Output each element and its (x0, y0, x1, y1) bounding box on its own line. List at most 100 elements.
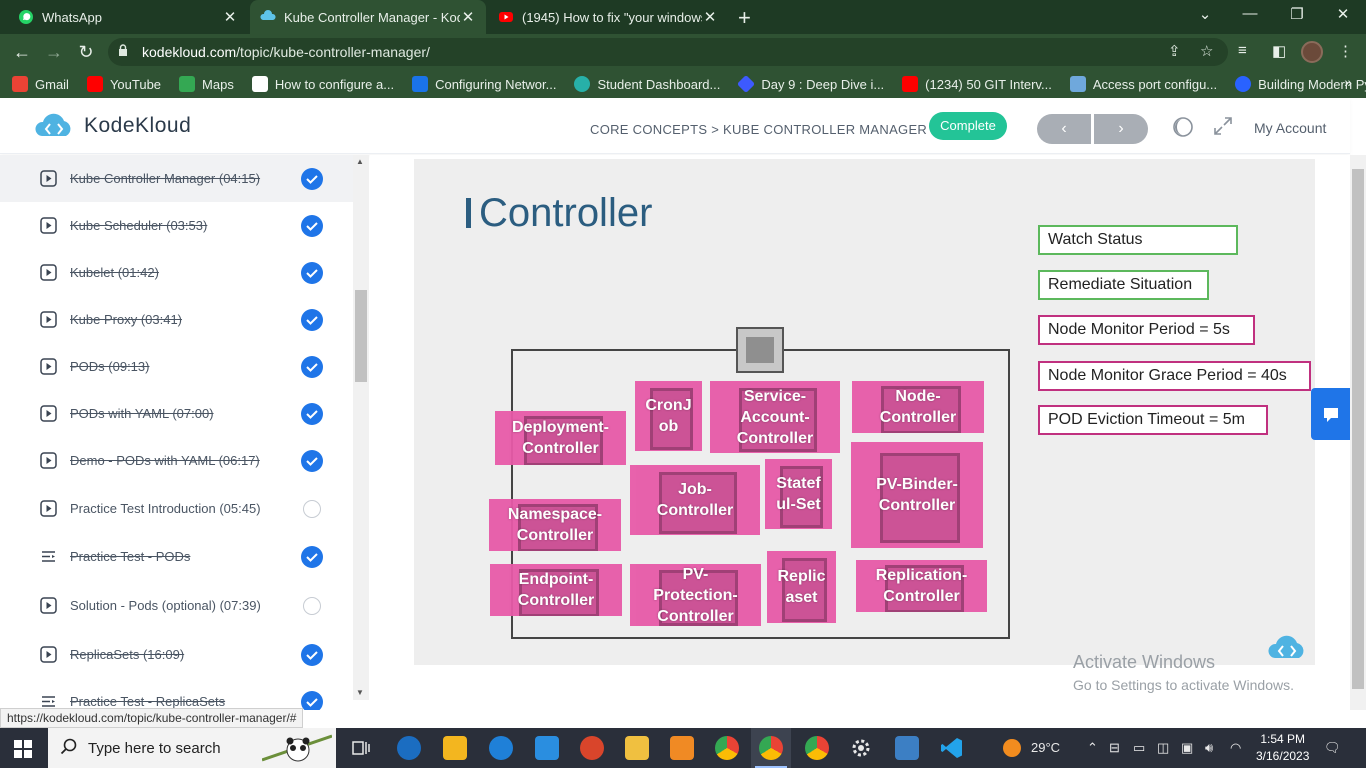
show-hidden-icons-chevron-icon[interactable]: ⌃ (1087, 740, 1098, 755)
url-field[interactable]: kodekloud.com/topic/kube-controller-mana… (108, 38, 1228, 66)
fullscreen-expand-icon[interactable] (1213, 116, 1233, 136)
namespace-controller: Namespace- Controller (489, 499, 621, 551)
job-controller: Job- Controller (630, 465, 760, 535)
bookmark-label: Maps (202, 76, 234, 92)
bookmark-youtube[interactable]: YouTube (86, 76, 161, 92)
chrome-icon[interactable] (715, 736, 739, 760)
kodekloud-logo[interactable]: KodeKloud (34, 112, 191, 140)
chrome-profile-icon[interactable] (759, 736, 783, 760)
diamond-icon (737, 74, 756, 94)
restore-button[interactable]: ❐ (1290, 6, 1304, 23)
microsoft-store-icon[interactable] (443, 736, 467, 760)
meet-camera-icon[interactable]: ◫ (1157, 740, 1170, 755)
lesson-item[interactable]: PODs (09:13) (0, 343, 353, 390)
battery-icon[interactable]: ▣ (1181, 740, 1194, 755)
lesson-item[interactable]: Practice Test - ReplicaSets (0, 678, 353, 710)
vscode-icon[interactable] (940, 736, 964, 760)
lesson-item[interactable]: Solution - Pods (optional) (07:39) (0, 582, 353, 629)
lesson-item[interactable]: Practice Test - PODs (0, 533, 353, 580)
settings-app-icon[interactable] (670, 736, 694, 760)
bookmark-building-modern[interactable]: Building Modern Py... (1235, 76, 1366, 92)
new-tab-button[interactable]: + (738, 5, 751, 30)
bookmark-label: (1234) 50 GIT Interv... (925, 76, 1052, 92)
bookmark-gmail[interactable]: Gmail (12, 76, 69, 92)
taskbar-search-box[interactable]: Type here to search (48, 728, 336, 768)
edge-icon[interactable] (397, 736, 421, 760)
bookmark-day-9[interactable]: Day 9 : Deep Dive i... (737, 74, 884, 94)
lesson-item[interactable]: PODs with YAML (07:00) (0, 390, 353, 437)
display-icon[interactable]: ▭ (1133, 740, 1146, 755)
taskbar-clock[interactable]: 1:54 PM 3/16/2023 (1256, 731, 1309, 765)
skype-icon[interactable] (489, 736, 513, 760)
lesson-item[interactable]: Kubelet (01:42) (0, 249, 353, 296)
file-explorer-icon[interactable] (625, 736, 649, 760)
site-header: KodeKloud CORE CONCEPTS > KUBE CONTROLLE… (0, 98, 1350, 154)
lesson-title: Kube Controller Manager (04:15) (70, 171, 261, 186)
volume-icon[interactable]: 🔊︎ (1205, 740, 1214, 755)
tab-youtube[interactable]: (1945) How to fix "your windows ✕ (488, 0, 728, 34)
bookmark-maps[interactable]: Maps (179, 76, 234, 92)
bookmark-star-icon[interactable]: ☆ (1200, 43, 1214, 60)
sidebar-scrollbar[interactable]: ▲ ▼ (353, 155, 369, 700)
remote-desktop-icon[interactable] (895, 736, 919, 760)
network-drive-icon[interactable]: ⊟ (1109, 740, 1120, 755)
task-view-icon[interactable] (349, 736, 373, 760)
url-text: kodekloud.com/topic/kube-controller-mana… (142, 44, 430, 60)
windows-start-icon[interactable] (14, 740, 32, 758)
lesson-item[interactable]: Kube Proxy (03:41) (0, 296, 353, 343)
bookmark-student-dashboard[interactable]: Student Dashboard... (574, 76, 720, 92)
search-placeholder: Type here to search (88, 740, 221, 757)
bookmark-how-to-configure[interactable]: How to configure a... (251, 76, 394, 92)
chrome-second-profile-icon[interactable] (805, 736, 829, 760)
profile-avatar[interactable] (1301, 41, 1323, 63)
next-lesson-button[interactable]: › (1094, 114, 1148, 144)
tab-search-chevron-icon[interactable]: ⌄ (1198, 6, 1212, 23)
tab-whatsapp[interactable]: WhatsApp ✕ (8, 0, 248, 34)
close-tab-icon[interactable]: ✕ (461, 9, 475, 26)
share-icon[interactable]: ⇪ (1168, 43, 1181, 60)
lesson-item[interactable]: Kube Controller Manager (04:15) (0, 155, 353, 202)
maps-icon (179, 76, 196, 92)
completed-check-icon (301, 308, 323, 331)
mail-icon[interactable] (535, 736, 559, 760)
page-scroll-thumb[interactable] (1352, 169, 1364, 689)
bookmark-configuring-network[interactable]: Configuring Networ... (412, 76, 556, 92)
chat-support-button[interactable] (1311, 388, 1350, 440)
notifications-icon[interactable]: 🗨︎ (1324, 740, 1341, 755)
page-scrollbar[interactable] (1350, 155, 1366, 710)
reload-button[interactable]: ↻ (78, 42, 94, 62)
complete-button[interactable]: Complete (929, 112, 1007, 140)
weather-icon[interactable] (1001, 737, 1023, 762)
forward-button[interactable]: → (45, 42, 63, 62)
play-icon (40, 217, 57, 234)
reading-list-icon[interactable]: ≡ (1238, 42, 1247, 59)
lesson-item[interactable]: Demo - PODs with YAML (06:17) (0, 437, 353, 484)
video-slide[interactable]: Controller Deployment- Controller CronJ … (414, 159, 1315, 665)
scroll-up-arrow-icon[interactable]: ▲ (356, 157, 364, 166)
scroll-down-arrow-icon[interactable]: ▼ (356, 688, 364, 697)
gear-icon[interactable] (849, 736, 873, 760)
lesson-item[interactable]: Practice Test Introduction (05:45) (0, 485, 353, 532)
tab-kube-controller-manager[interactable]: Kube Controller Manager - Kode ✕ (250, 0, 486, 34)
lesson-item[interactable]: Kube Scheduler (03:53) (0, 202, 353, 249)
menu-kebab-icon[interactable]: ⋮ (1338, 43, 1353, 60)
git-gui-icon[interactable] (580, 736, 604, 760)
back-button[interactable]: ← (13, 42, 31, 62)
bookmark-git-interview[interactable]: (1234) 50 GIT Interv... (902, 76, 1052, 92)
sidebar-scroll-thumb[interactable] (355, 290, 367, 382)
more-bookmarks-button[interactable]: » (1344, 74, 1352, 90)
close-window-button[interactable]: ✕ (1336, 6, 1350, 23)
side-panel-icon[interactable]: ◧ (1272, 43, 1287, 60)
dark-mode-moon-icon[interactable] (1172, 116, 1194, 138)
previous-lesson-button[interactable]: ‹ (1037, 114, 1091, 144)
bookmark-access-port[interactable]: Access port configu... (1069, 76, 1217, 92)
lesson-item[interactable]: ReplicaSets (16:09) (0, 631, 353, 678)
close-tab-icon[interactable]: ✕ (703, 9, 717, 26)
close-tab-icon[interactable]: ✕ (223, 9, 237, 26)
my-account-link[interactable]: My Account (1254, 120, 1327, 136)
minimize-button[interactable]: — (1242, 5, 1258, 22)
wifi-icon[interactable]: ◠ (1230, 740, 1242, 755)
slide-title: Controller (466, 191, 652, 236)
weather-temperature[interactable]: 29°C (1031, 740, 1061, 755)
statefulset-controller: Statef ul-Set (765, 459, 832, 529)
